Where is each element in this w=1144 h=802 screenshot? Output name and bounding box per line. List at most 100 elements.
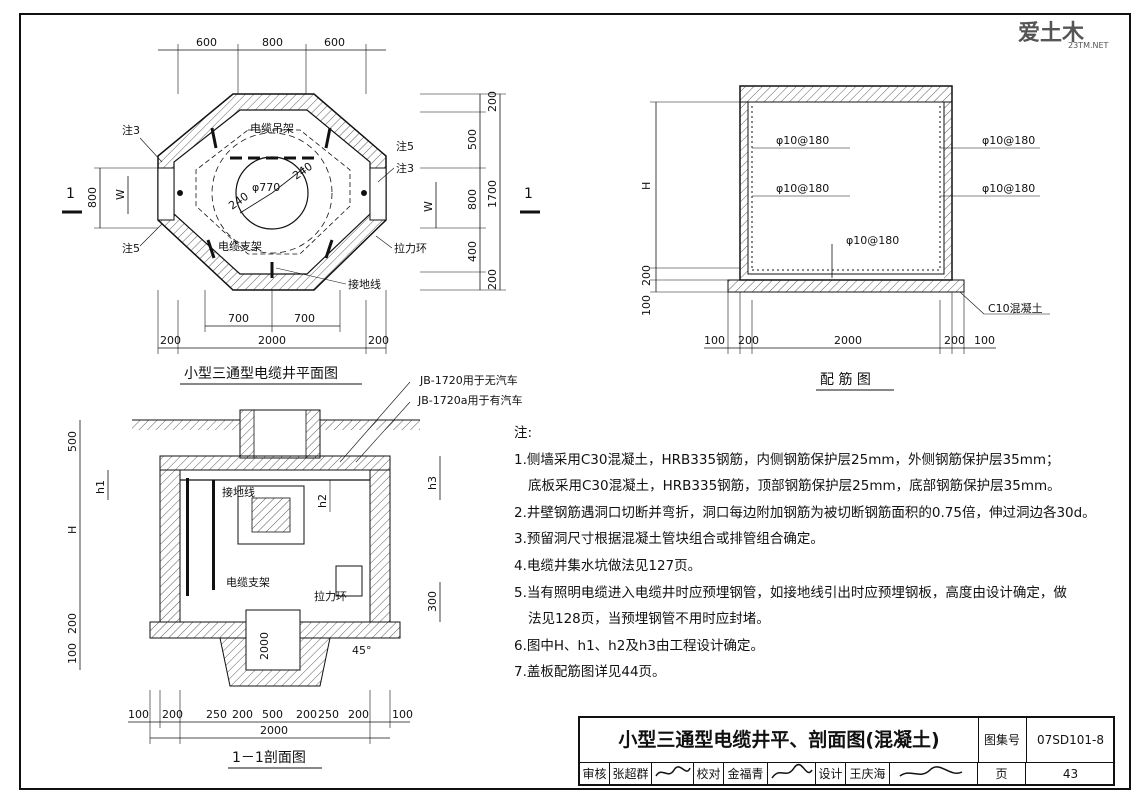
section-ground-wire-label: 接地线 [222,485,255,499]
plan-right-dim-1: 200 [486,91,499,112]
rebar-left-dim-1: 100 [640,295,653,316]
rebar-bottom-dim-3: 2000 [834,334,862,347]
section-left-dim-4: 200 [66,613,79,634]
note-item-6: 6.图中H、h1、h2及h3由工程设计确定。 [514,637,764,654]
section-inner-dim: 2000 [258,632,271,660]
design-label: 设计 [816,762,846,786]
section-left-dim-3: H [66,526,79,534]
rebar-bottom-dim-2: 200 [738,334,759,347]
rebar-c10-label: C10混凝土 [988,301,1043,315]
rebar-label-4: φ10@180 [982,134,1035,147]
plan-top-dim-2: 800 [262,36,283,49]
plan-left-dim: 800 [86,187,99,208]
section-cover-label-2: JB-1720a用于有汽车 [417,393,523,407]
plan-bottom-dim-1: 700 [228,312,249,325]
note-item-1b: 底板采用C30混凝土，HRB335钢筋，顶部钢筋保护层25mm，底部钢筋保护层3… [528,478,1061,495]
plan-top-dim-3: 600 [324,36,345,49]
plan-bottom-dim-2: 700 [294,312,315,325]
plan-diameter-label: φ770 [252,181,280,194]
plan-pull-ring-label: 拉力环 [394,241,427,255]
plan-cable-support-label: 电缆支架 [218,240,262,253]
page-number: 43 [1062,767,1079,781]
rebar-bottom-dim-4: 200 [944,334,965,347]
page-label: 页 [978,762,1026,786]
reviewer-signature [652,762,694,786]
rebar-left-dim-2: 200 [640,265,653,286]
plan-note3-label: 注3 [122,123,140,137]
section-bottom-dim-4: 200 [232,708,253,721]
note-item-2: 2.井壁钢筋遇洞口切断并弯折，洞口每边附加钢筋为被切断钢筋面积的0.75倍，伸过… [514,504,1096,521]
notes-heading: 注: [514,425,533,441]
plan-cable-hanger-label: 电缆吊架 [250,122,294,135]
section-bottom-dim-1: 100 [128,708,149,721]
plan-overall-dim-3: 200 [368,334,389,347]
section-right-dim-2: 300 [426,591,439,612]
plan-overall-dim-1: 200 [160,334,181,347]
rebar-label-3: φ10@180 [846,234,899,247]
plan-right-dim-2: 500 [466,129,479,150]
plan-ground-wire-label: 接地线 [348,277,381,291]
rebar-label-5: φ10@180 [982,182,1035,195]
section-mark-left: 1 [66,186,75,202]
section-angle-label: 45° [352,644,372,657]
plan-right-dim-3: 800 [466,189,479,210]
section-bottom-dim-9: 100 [392,708,413,721]
note-item-4: 4.电缆井集水坑做法见127页。 [514,557,702,574]
atlas-label: 图集号 [978,718,1027,763]
rebar-bottom-dim-1: 100 [704,334,725,347]
svg-text:23TM.NET: 23TM.NET [1068,41,1109,50]
designer-name: 王庆海 [846,762,890,786]
section-bottom-dim-5: 500 [262,708,283,721]
rebar-view: φ10@180 φ10@180 φ10@180 φ10@180 φ10@180 … [640,85,1050,391]
site-logo: 爱土木 23TM.NET [1016,16,1134,50]
section-cover-label-1: JB-1720用于无汽车 [419,373,518,387]
note-item-7: 7.盖板配筋图详见44页。 [514,664,666,681]
note-item-1: 1.侧墙采用C30混凝土，HRB335钢筋，内侧钢筋保护层25mm，外侧钢筋保护… [514,451,1060,468]
sheet-border [19,13,1131,790]
section-bottom-dim-7: 250 [318,708,339,721]
section-pull-ring-label: 拉力环 [314,589,347,603]
note-item-5: 5.当有照明电缆进入电缆井时应预埋钢管，如接地线引出时应预埋钢板，高度由设计确定… [514,584,1067,601]
plan-right-dim-4: 400 [466,241,479,262]
section-right-dim-1: h3 [426,476,439,490]
section-left-dim-2: h1 [94,480,107,494]
notes-block: 注: 1.侧墙采用C30混凝土，HRB335钢筋，内侧钢筋保护层25mm，外侧钢… [514,420,1114,686]
section-bottom-dim-2: 200 [162,708,183,721]
rebar-title: 配 筋 图 [820,371,871,388]
section-bottom-dim-8: 200 [348,708,369,721]
review-label: 审核 [580,762,610,786]
rebar-label-1: φ10@180 [776,134,829,147]
section-h2-label: h2 [316,494,329,508]
section-left-dim-1: 500 [66,431,79,452]
check-label: 校对 [694,762,724,786]
plan-note3-right: 注3 [396,161,414,175]
designer-signature [890,762,978,786]
note-item-3: 3.预留洞尺寸根据混凝土管块组合或排管组合确定。 [514,531,824,548]
section-bottom-dim-6: 200 [296,708,317,721]
svg-text:爱土木: 爱土木 [1018,21,1085,46]
section-view: JB-1720用于无汽车 JB-1720a用于有汽车 接地线 电缆支架 拉力环 … [66,373,523,769]
rebar-bottom-dim-5: 100 [974,334,995,347]
section-title: 1－1剖面图 [232,750,306,766]
section-left-dim-5: 100 [66,643,79,664]
note-item-5b: 法见128页，当预埋钢管不用时应封堵。 [528,611,770,628]
plan-note5-right: 注5 [396,139,414,153]
title-block: 小型三通型电缆井平、剖面图(混凝土) 图集号 07SD101-8 审核 张超群 … [578,716,1115,786]
title-block-signatures: 审核 张超群 校对 金福青 设计 王庆海 页 43 [580,762,1115,786]
atlas-number: 07SD101-8 [1026,718,1115,763]
plan-w-right: W [422,201,435,212]
section-bottom-dim-3: 250 [206,708,227,721]
rebar-label-2: φ10@180 [776,182,829,195]
checker-name: 金福青 [724,762,768,786]
checker-signature [768,762,816,786]
section-bottom-total: 2000 [260,724,288,737]
rebar-h-label: H [640,182,653,190]
plan-title: 小型三通型电缆井平面图 [184,366,338,382]
reviewer-name: 张超群 [610,762,652,786]
plan-view: 600 800 600 700 700 200 2000 200 200 500… [62,36,540,385]
title-block-title: 小型三通型电缆井平、剖面图(混凝土) [580,718,979,763]
plan-note5-left: 注5 [122,241,140,255]
plan-w-left: W [114,189,127,200]
